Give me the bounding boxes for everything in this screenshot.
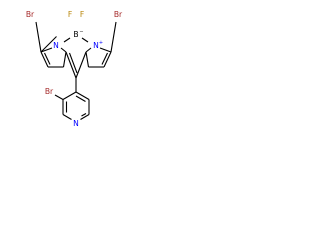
bond: [75, 51, 87, 79]
bromine-label-pyridine: Br: [45, 87, 54, 96]
bond: [35, 21, 42, 53]
bond: [62, 51, 67, 68]
fluorine-label-right: F: [80, 10, 84, 19]
bond: [65, 51, 77, 79]
bond-layer: [35, 21, 117, 120]
bond: [81, 113, 87, 117]
bromine-label-right: Br: [114, 10, 123, 19]
nitrogen-positive-charge: +: [99, 40, 103, 46]
bond: [62, 114, 72, 120]
bond: [85, 47, 92, 53]
nitrogen-label-right: N: [93, 41, 99, 50]
bond: [99, 47, 112, 53]
boron-negative-charge: −: [79, 29, 83, 35]
bond: [68, 52, 78, 74]
bond: [40, 36, 57, 53]
bond: [75, 95, 86, 102]
bond: [54, 94, 64, 100]
nitrogen-label-left: N: [53, 41, 59, 50]
bond: [75, 91, 90, 100]
fluorine-label-left: F: [68, 10, 72, 19]
bond: [81, 37, 89, 43]
bond: [40, 51, 49, 68]
bond: [40, 47, 53, 53]
atom-label-layer: Br F F Br N B − N + Br N: [26, 10, 123, 128]
bond: [60, 47, 67, 53]
molecule-structure: Br F F Br N B − N + Br N: [26, 10, 123, 128]
bond: [44, 52, 51, 65]
bond: [85, 51, 90, 68]
bond: [80, 114, 90, 120]
bond: [103, 51, 112, 68]
bond: [63, 37, 71, 43]
bond: [62, 91, 77, 100]
boron-label: B: [73, 30, 78, 39]
bromine-label-left: Br: [26, 10, 35, 19]
bond: [101, 52, 108, 65]
bond: [110, 21, 117, 53]
nitrogen-label-pyridine: N: [73, 119, 79, 128]
